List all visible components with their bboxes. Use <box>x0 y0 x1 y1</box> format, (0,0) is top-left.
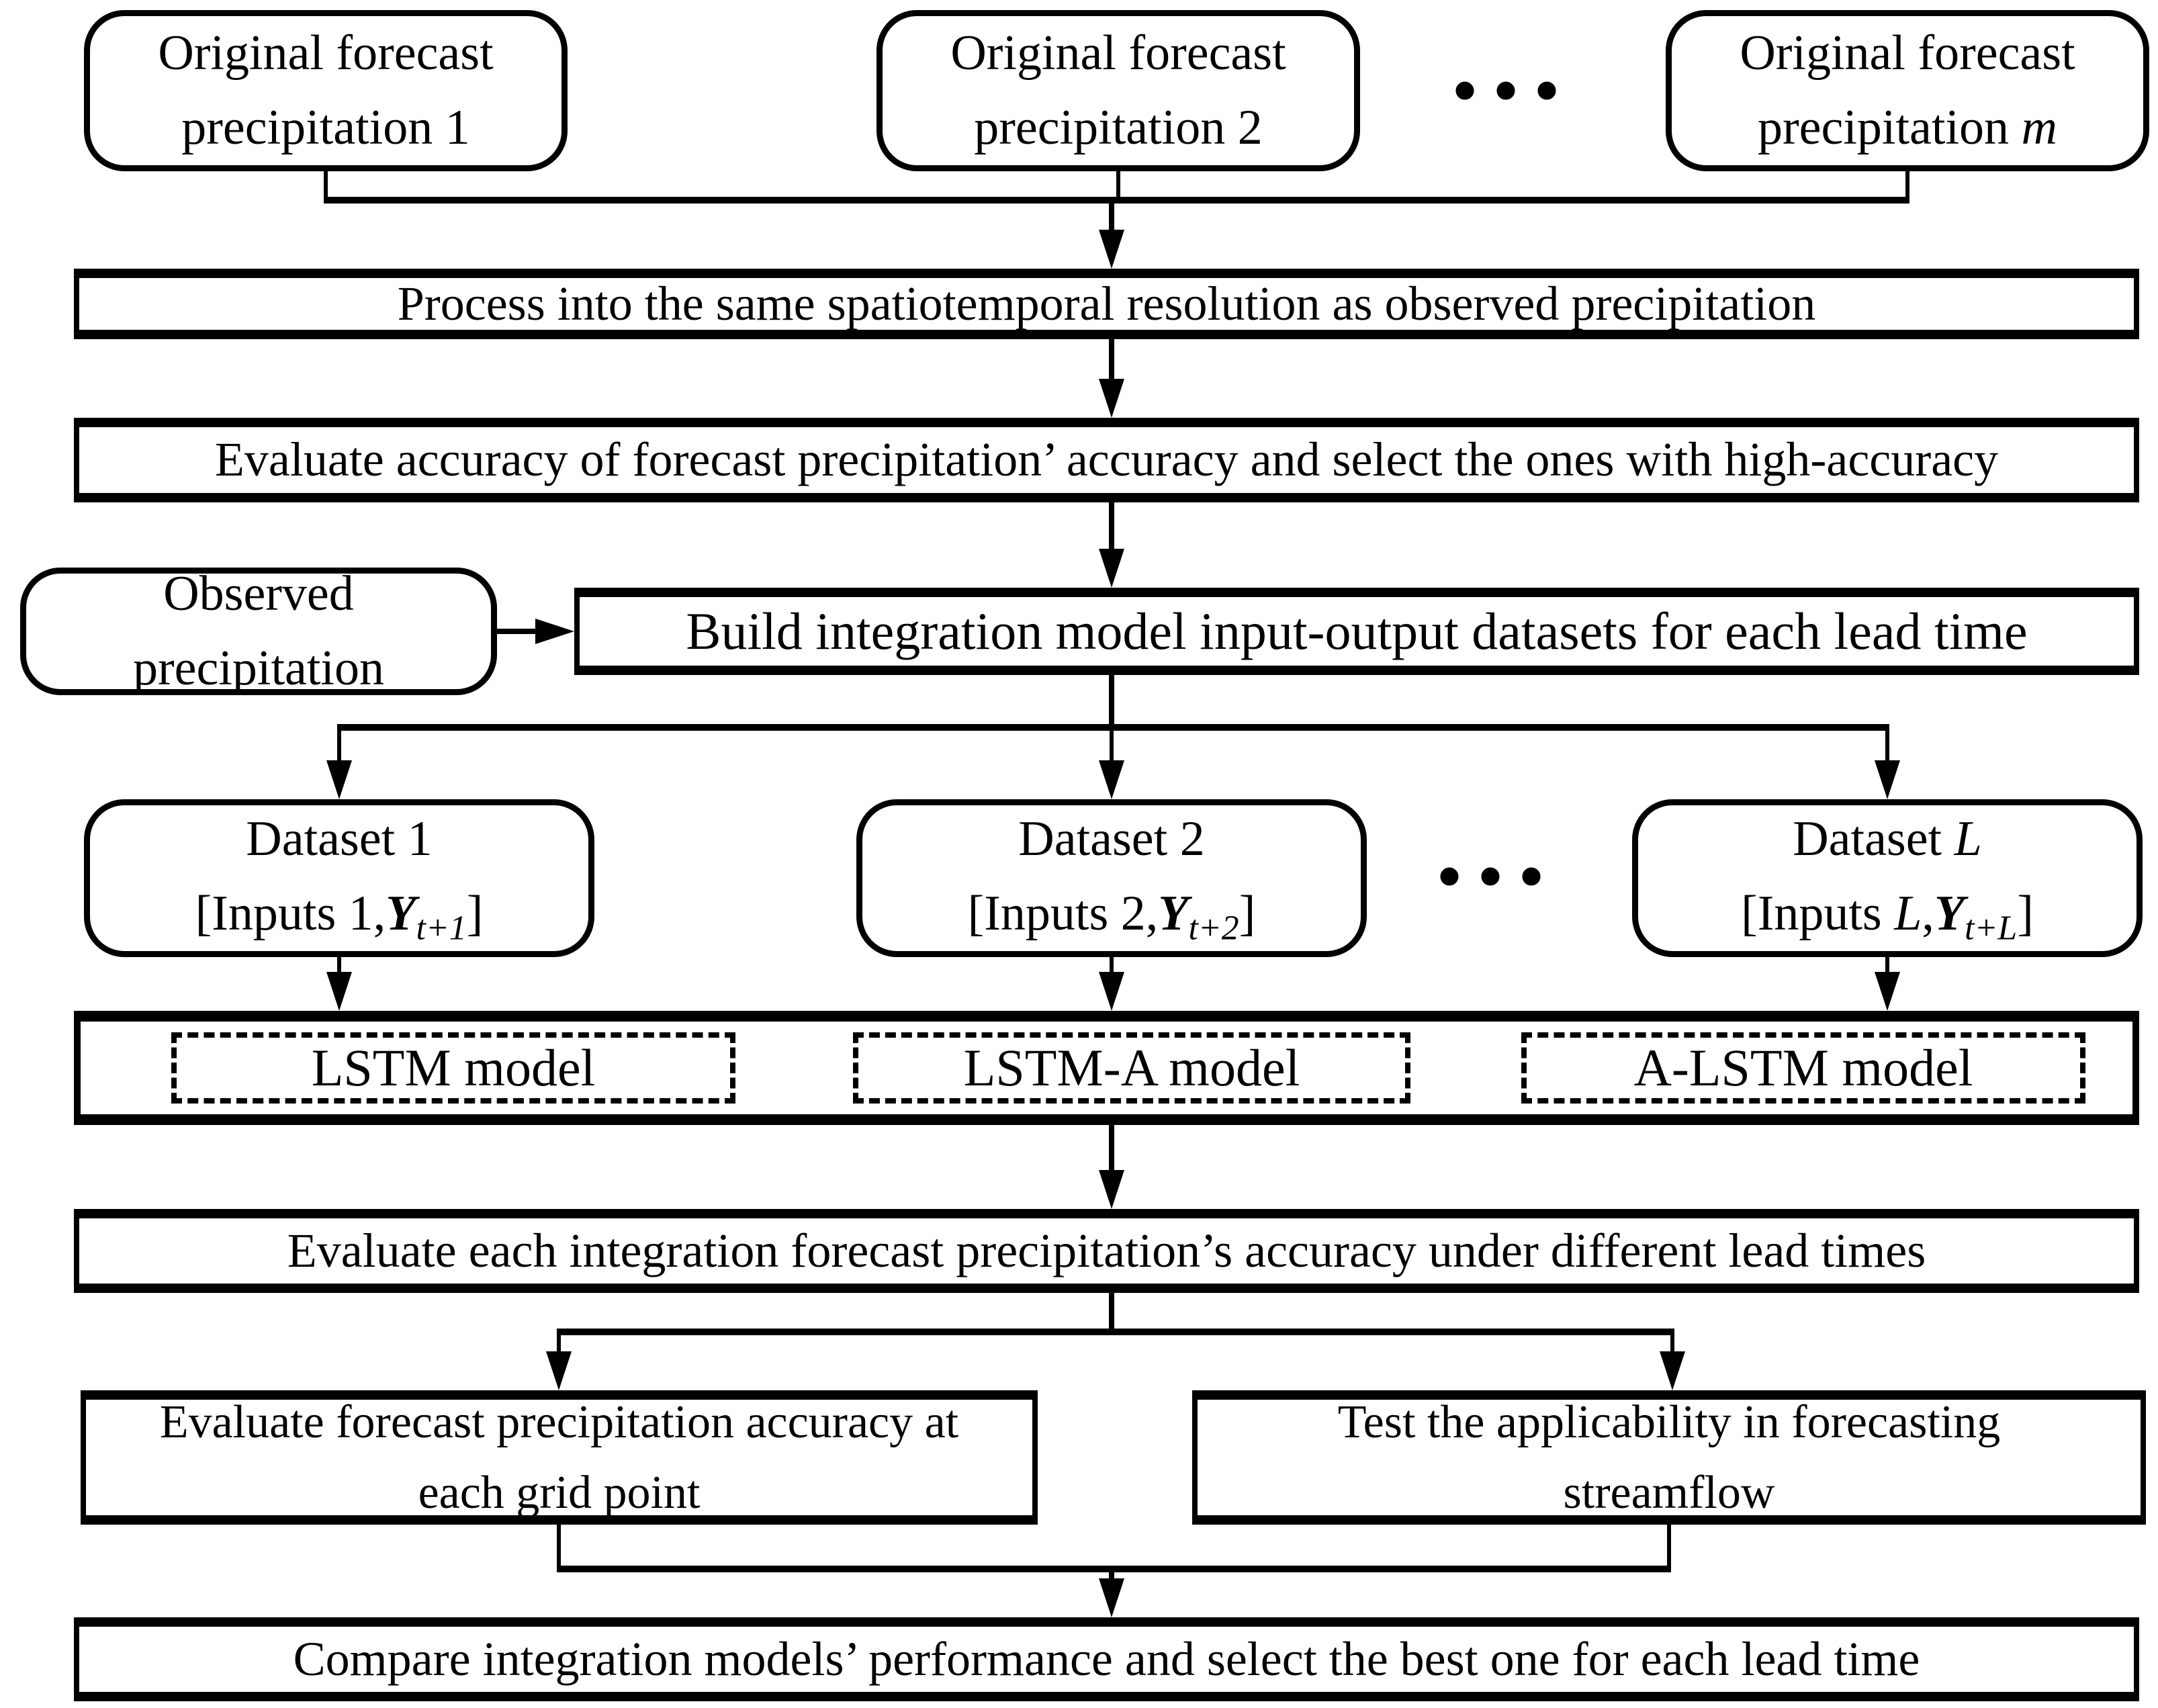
node-build-datasets: Build integration model input-output dat… <box>574 588 2139 675</box>
connector-line <box>324 171 328 204</box>
connector-line <box>1109 1293 1114 1333</box>
node-label: Original forecast <box>950 26 1286 81</box>
arrow-down-icon <box>546 1351 572 1390</box>
connector-line <box>1110 957 1114 976</box>
connector-line <box>324 197 1909 204</box>
node-label: Dataset 2 <box>1018 811 1205 866</box>
node-evaluate-accuracy: Evaluate accuracy of forecast precipitat… <box>74 418 2139 502</box>
ellipsis-mid: ••• <box>1437 839 1561 913</box>
ellipsis-top: ••• <box>1453 53 1576 128</box>
node-label: Dataset L <box>1793 811 1982 866</box>
arrow-down-icon <box>1875 760 1900 799</box>
connector-line <box>1109 675 1114 729</box>
connector-line <box>1110 727 1114 764</box>
arrow-down-icon <box>1660 1351 1685 1390</box>
node-formula: [Inputs 1,Yt+1] <box>195 885 484 948</box>
node-lstm-model: LSTM model <box>171 1032 735 1104</box>
node-label: precipitation 2 <box>974 100 1263 155</box>
node-dataset-2: Dataset 2 [Inputs 2,Yt+2] <box>856 799 1367 957</box>
arrow-down-icon <box>1099 379 1124 418</box>
arrow-right-icon <box>535 619 574 644</box>
node-process-resolution: Process into the same spatiotemporal res… <box>74 269 2139 339</box>
node-dataset-1: Dataset 1 [Inputs 1,Yt+1] <box>84 799 594 957</box>
node-label: LSTM-A model <box>963 1038 1300 1097</box>
node-evaluate-each-leadtime: Evaluate each integration forecast preci… <box>74 1209 2139 1293</box>
connector-line <box>1109 1125 1114 1174</box>
arrow-down-icon <box>1099 230 1124 269</box>
connector-line <box>557 1332 561 1355</box>
arrow-down-icon <box>1099 1170 1124 1209</box>
node-a-lstm-model: A-LSTM model <box>1521 1032 2085 1104</box>
connector-line <box>1885 727 1889 764</box>
node-label: streamflow <box>1563 1467 1775 1519</box>
connector-line <box>337 727 341 764</box>
node-label: precipitation <box>133 641 384 696</box>
node-label: Build integration model input-output dat… <box>686 602 2028 661</box>
node-label: LSTM model <box>311 1038 596 1097</box>
node-label: precipitation m <box>1758 100 2057 155</box>
node-label: Process into the same spatiotemporal res… <box>397 276 1816 330</box>
connector-line <box>1109 502 1114 553</box>
node-label: A-LSTM model <box>1633 1038 1973 1097</box>
connector-line <box>1667 1525 1671 1572</box>
connector-line <box>1116 171 1120 204</box>
node-label: Original forecast <box>1740 26 2075 81</box>
node-evaluate-grid-point: Evaluate forecast precipitation accuracy… <box>81 1390 1038 1525</box>
connector-line <box>1905 171 1909 204</box>
node-label: Observed <box>163 566 354 621</box>
connector-line <box>497 629 537 634</box>
node-original-forecast-1: Original forecast precipitation 1 <box>84 10 568 171</box>
node-label: Evaluate accuracy of forecast precipitat… <box>214 433 1999 487</box>
node-label: Evaluate each integration forecast preci… <box>287 1223 1926 1277</box>
node-test-streamflow: Test the applicability in forecasting st… <box>1192 1390 2146 1525</box>
node-observed-precipitation: Observed precipitation <box>20 566 497 696</box>
connector-line <box>337 957 341 976</box>
node-lstm-a-model: LSTM-A model <box>853 1032 1410 1104</box>
arrow-down-icon <box>1099 549 1124 588</box>
node-label: Dataset 1 <box>246 811 433 866</box>
arrow-down-icon <box>326 760 352 799</box>
connector-line <box>557 1525 561 1572</box>
node-original-forecast-2: Original forecast precipitation 2 <box>876 10 1360 171</box>
connector-line <box>557 1329 1674 1335</box>
node-label: Evaluate forecast precipitation accuracy… <box>159 1396 959 1448</box>
node-formula: [Inputs L,Yt+L] <box>1741 885 2034 948</box>
connector-line <box>1109 199 1114 233</box>
connector-line <box>1670 1332 1674 1355</box>
arrow-down-icon <box>1099 972 1124 1011</box>
connector-line <box>1885 957 1889 976</box>
arrow-down-icon <box>1099 1578 1124 1617</box>
node-label: each grid point <box>418 1467 701 1519</box>
node-dataset-L: Dataset L [Inputs L,Yt+L] <box>1632 799 2143 957</box>
connector-line <box>1109 339 1114 383</box>
connector-line <box>557 1566 1671 1572</box>
arrow-down-icon <box>326 972 352 1011</box>
node-formula: [Inputs 2,Yt+2] <box>967 885 1256 948</box>
arrow-down-icon <box>1875 972 1900 1011</box>
node-label: Original forecast <box>158 26 494 81</box>
node-label: Compare integration models’ performance … <box>293 1631 1920 1686</box>
connector-line <box>1109 1571 1114 1583</box>
arrow-down-icon <box>1099 760 1124 799</box>
node-original-forecast-m: Original forecast precipitation m <box>1666 10 2149 171</box>
node-label: Test the applicability in forecasting <box>1337 1396 2001 1448</box>
node-label: precipitation 1 <box>181 100 470 155</box>
node-compare-models: Compare integration models’ performance … <box>74 1617 2139 1701</box>
